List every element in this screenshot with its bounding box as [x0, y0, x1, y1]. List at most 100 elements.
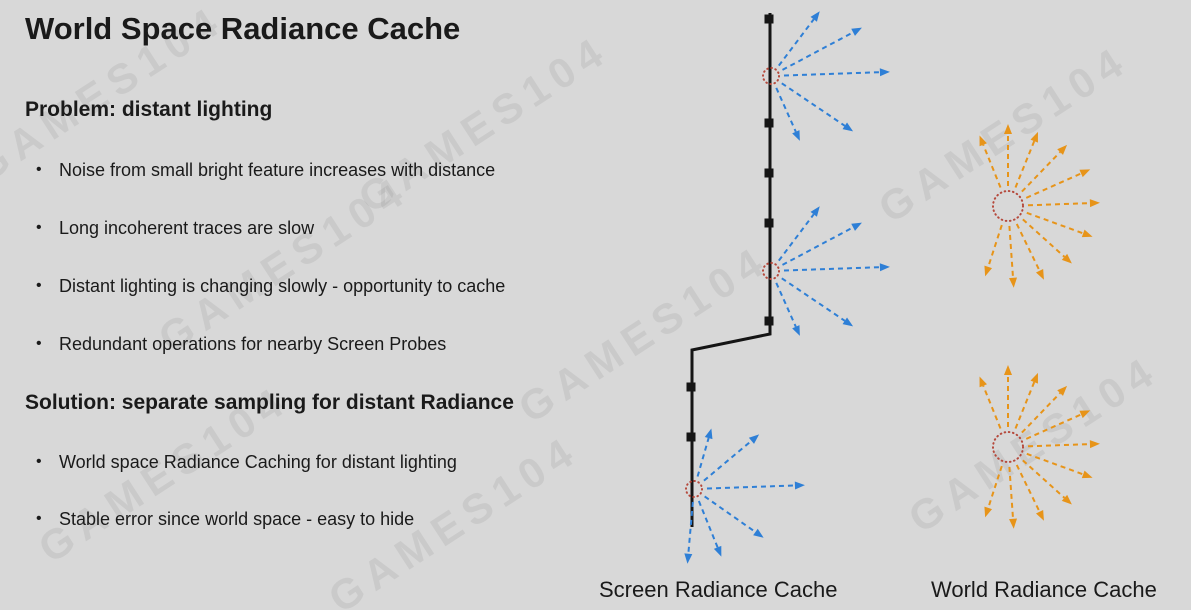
world-probe [979, 124, 1100, 288]
ray-arrow-icon [987, 465, 1003, 509]
ray-arrowhead-icon [1061, 253, 1072, 264]
problem-bullet-list: Noise from small bright feature increase… [25, 159, 680, 355]
ray-arrowhead-icon [1009, 518, 1018, 529]
screen-probe [684, 428, 805, 564]
ray-arrowhead-icon [1061, 494, 1072, 505]
ray-arrow-icon [1022, 218, 1066, 258]
ray-arrowhead-icon [1089, 199, 1100, 208]
ray-arrowhead-icon [1057, 385, 1068, 396]
wall-probe-square-icon [764, 118, 774, 128]
ray-arrow-icon [703, 440, 753, 482]
ray-arrowhead-icon [879, 68, 890, 77]
screen-probe [762, 206, 890, 336]
ray-arrowhead-icon [792, 130, 800, 141]
ray-arrowhead-icon [794, 481, 805, 490]
ray-arrow-icon [783, 266, 880, 272]
screen-radiance-cache-label: Screen Radiance Cache [599, 577, 838, 602]
bullet-item: Noise from small bright feature increase… [25, 159, 680, 181]
ray-arrowhead-icon [851, 27, 862, 36]
ray-arrow-icon [782, 226, 854, 266]
ray-arrowhead-icon [1004, 365, 1012, 375]
screen-probe [762, 11, 890, 141]
ray-arrowhead-icon [979, 376, 987, 388]
ray-arrowhead-icon [748, 434, 760, 444]
bullet-item: Redundant operations for nearby Screen P… [25, 333, 680, 355]
ray-arrow-icon [1021, 151, 1061, 193]
ray-arrowhead-icon [1081, 470, 1093, 479]
ray-arrow-icon [1015, 464, 1041, 513]
ray-arrow-icon [1025, 413, 1082, 440]
ray-arrow-icon [778, 18, 815, 67]
ray-arrowhead-icon [1081, 229, 1093, 238]
solution-bullet-list: World space Radiance Caching for distant… [25, 451, 680, 530]
ray-arrowhead-icon [1035, 268, 1044, 280]
ray-arrow-icon [1026, 452, 1084, 476]
wall-line [690, 13, 772, 527]
probe-circle-icon [762, 262, 780, 280]
ray-arrowhead-icon [1089, 440, 1100, 449]
ray-arrowhead-icon [879, 263, 890, 272]
probe-circle-icon [992, 190, 1024, 222]
bullet-item: Long incoherent traces are slow [25, 217, 680, 239]
probe-circle-icon [992, 431, 1024, 463]
ray-arrow-icon [1026, 211, 1084, 235]
ray-arrow-icon [1015, 223, 1041, 272]
ray-arrowhead-icon [984, 506, 993, 518]
bullet-item: Stable error since world space - easy to… [25, 508, 680, 530]
bullet-item: Distant lighting is changing slowly - op… [25, 275, 680, 297]
ray-arrowhead-icon [1004, 124, 1012, 134]
ray-arrow-icon [775, 282, 797, 328]
ray-arrowhead-icon [753, 528, 764, 538]
ray-arrow-icon [781, 277, 846, 322]
probe-circle-icon [685, 480, 703, 498]
ray-arrowhead-icon [1009, 277, 1018, 288]
ray-arrow-icon [1008, 225, 1015, 278]
problem-heading: Problem: distant lighting [25, 98, 273, 122]
ray-arrow-icon [778, 213, 815, 262]
solution-heading: Solution: separate sampling for distant … [25, 391, 514, 415]
ray-arrowhead-icon [684, 553, 693, 564]
ray-arrowhead-icon [704, 428, 713, 440]
ray-arrow-icon [1021, 392, 1061, 434]
slide-title: World Space Radiance Cache [25, 11, 461, 46]
ray-arrow-icon [1027, 443, 1090, 448]
ray-arrowhead-icon [842, 122, 854, 132]
ray-arrowhead-icon [842, 317, 854, 327]
world-probe [979, 365, 1100, 529]
ray-arrowhead-icon [851, 222, 862, 231]
ray-arrow-icon [982, 144, 1002, 188]
ray-arrow-icon [1008, 466, 1015, 519]
wall-probe-square-icon [686, 382, 696, 392]
wall-probe-square-icon [764, 218, 774, 228]
ray-arrow-icon [783, 71, 880, 77]
wall-probe-square-icon [686, 432, 696, 442]
ray-arrowhead-icon [792, 325, 800, 336]
ray-arrow-icon [1014, 140, 1036, 188]
ray-arrowhead-icon [984, 265, 993, 277]
ray-arrowhead-icon [810, 206, 820, 217]
wall-probe-square-icon [764, 14, 774, 24]
ray-arrowhead-icon [1035, 509, 1044, 521]
ray-arrowhead-icon [979, 135, 987, 147]
ray-arrow-icon [697, 500, 719, 548]
ray-arrow-icon [982, 385, 1002, 429]
probe-circle-icon [762, 67, 780, 85]
ray-arrowhead-icon [1079, 169, 1091, 178]
ray-arrowhead-icon [1057, 144, 1068, 155]
bullet-item: World space Radiance Caching for distant… [25, 451, 680, 473]
ray-arrow-icon [781, 82, 846, 127]
ray-arrowhead-icon [713, 545, 722, 557]
ray-arrow-icon [696, 437, 710, 477]
ray-arrowhead-icon [1030, 372, 1038, 384]
ray-arrow-icon [775, 87, 797, 133]
ray-arrow-icon [1025, 172, 1082, 199]
ray-arrow-icon [782, 31, 854, 71]
ray-arrow-icon [1022, 459, 1066, 499]
ray-arrowhead-icon [810, 11, 820, 22]
wall-probe-square-icon [764, 168, 774, 178]
ray-arrow-icon [706, 484, 795, 490]
ray-arrowhead-icon [1030, 131, 1038, 143]
world-radiance-cache-label: World Radiance Cache [931, 577, 1157, 602]
